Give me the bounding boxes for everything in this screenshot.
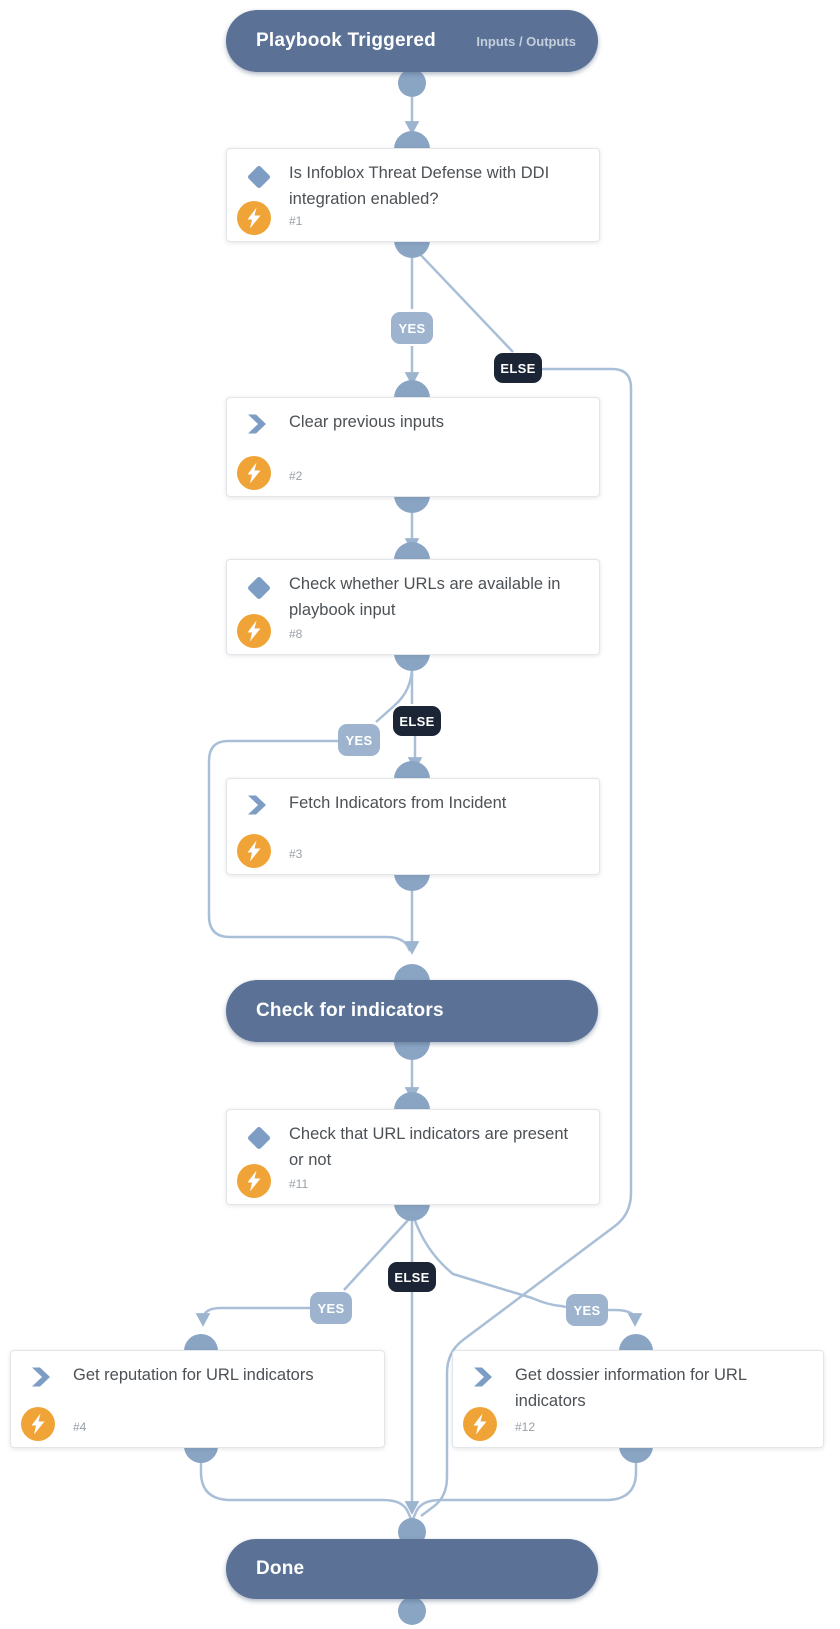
playbook-trigger-title: Playbook Triggered	[256, 30, 436, 51]
diamond-icon	[245, 1124, 273, 1152]
done-node[interactable]: Done	[226, 1539, 598, 1599]
node-number: #3	[289, 847, 303, 861]
lightning-icon	[237, 834, 271, 868]
lightning-icon	[21, 1407, 55, 1441]
diamond-icon	[245, 574, 273, 602]
node-3-task[interactable]: Fetch Indicators from Incident #3	[226, 778, 600, 875]
lightning-icon	[463, 1407, 497, 1441]
chevron-icon	[471, 1365, 495, 1389]
node-11-condition[interactable]: Check that URL indicators are present or…	[226, 1109, 600, 1205]
node-number: #12	[515, 1420, 536, 1434]
node-title: Fetch Indicators from Incident	[289, 794, 507, 812]
node-12-task[interactable]: Get dossier information for URL indicato…	[452, 1350, 824, 1448]
inputs-outputs-link[interactable]: Inputs / Outputs	[476, 33, 576, 49]
diamond-icon	[245, 163, 273, 191]
branch-label-else: ELSE	[388, 1262, 436, 1292]
node-title: Get reputation for URL indicators	[73, 1366, 314, 1384]
node-4-task[interactable]: Get reputation for URL indicators #4	[10, 1350, 385, 1448]
node-title: Check whether URLs are available in play…	[289, 575, 561, 619]
chevron-icon	[245, 412, 269, 436]
node-title: Get dossier information for URL indicato…	[515, 1366, 747, 1410]
branch-label-yes: YES	[338, 724, 380, 756]
node-number: #1	[289, 214, 303, 228]
node-number: #11	[289, 1177, 309, 1191]
chevron-icon	[245, 793, 269, 817]
branch-label-yes: YES	[391, 312, 433, 344]
section-check-for-indicators[interactable]: Check for indicators	[226, 980, 598, 1042]
node-title: Is Infoblox Threat Defense with DDI inte…	[289, 164, 550, 208]
section-title: Check for indicators	[256, 1000, 444, 1021]
playbook-trigger-node[interactable]: Playbook Triggered Inputs / Outputs	[226, 10, 598, 72]
node-title: Clear previous inputs	[289, 413, 444, 431]
node-title: Check that URL indicators are present or…	[289, 1125, 569, 1169]
branch-label-else: ELSE	[494, 353, 542, 383]
node-8-condition[interactable]: Check whether URLs are available in play…	[226, 559, 600, 655]
connector-anchors	[184, 69, 653, 1625]
node-number: #2	[289, 469, 303, 483]
node-number: #4	[73, 1420, 87, 1434]
lightning-icon	[237, 614, 271, 648]
node-number: #8	[289, 627, 303, 641]
node-2-task[interactable]: Clear previous inputs #2	[226, 397, 600, 497]
node-1-condition[interactable]: Is Infoblox Threat Defense with DDI inte…	[226, 148, 600, 242]
lightning-icon	[237, 201, 271, 235]
lightning-icon	[237, 1164, 271, 1198]
done-title: Done	[256, 1558, 305, 1579]
branch-label-yes: YES	[310, 1292, 352, 1324]
lightning-icon	[237, 456, 271, 490]
branch-label-else: ELSE	[393, 706, 441, 736]
chevron-icon	[29, 1365, 53, 1389]
branch-label-yes: YES	[566, 1294, 608, 1326]
